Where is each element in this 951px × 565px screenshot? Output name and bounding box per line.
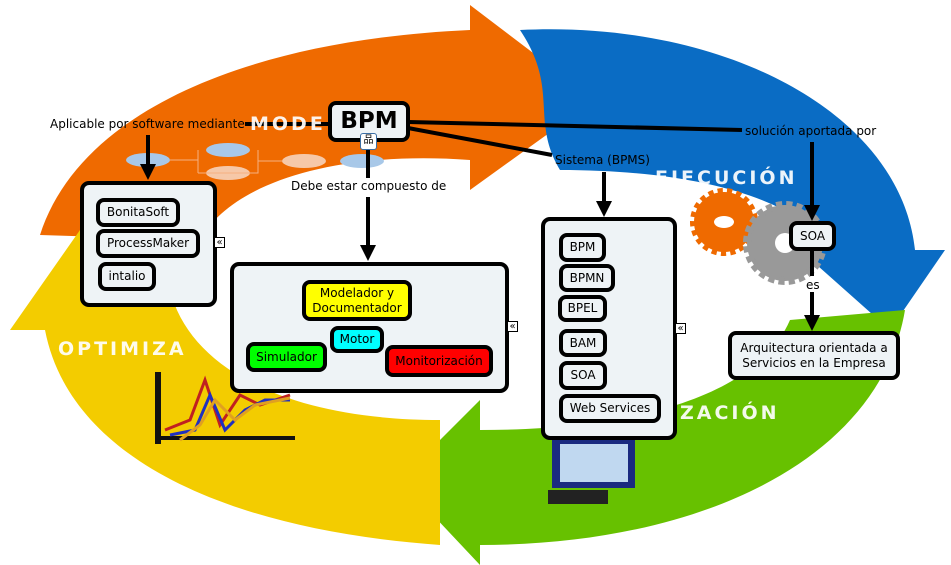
yellow-arc <box>10 230 440 545</box>
simulador-node[interactable]: Simulador <box>246 342 327 372</box>
modelador-node[interactable]: Modelador y Documentador <box>302 280 412 321</box>
bg-word-monitorizacion-left: MO <box>498 402 540 424</box>
soa-node[interactable]: SOA <box>789 221 836 251</box>
bpm-root-label: BPM <box>340 108 398 134</box>
monitorizacion-node[interactable]: Monitorización <box>385 345 493 377</box>
connectors <box>146 120 814 316</box>
bg-word-modelado: MODE <box>250 113 326 135</box>
link-label-software: Aplicable por software mediante <box>50 117 245 131</box>
software-item[interactable]: intalio <box>98 262 156 291</box>
arrowheads <box>140 164 820 331</box>
software-item[interactable]: BonitaSoft <box>96 198 180 227</box>
collapse-icon[interactable]: « <box>214 237 225 248</box>
arquitectura-node[interactable]: Arquitectura orientada a Servicios en la… <box>728 331 900 380</box>
motor-node[interactable]: Motor <box>330 326 384 353</box>
bpms-item[interactable]: Web Services <box>559 394 661 423</box>
link-label-compuesto: Debe estar compuesto de <box>291 179 447 193</box>
bpms-item[interactable]: BPMN <box>559 264 615 292</box>
monitor-icon <box>548 440 635 504</box>
collapse-icon[interactable]: « <box>507 321 518 332</box>
software-item[interactable]: ProcessMaker <box>96 229 200 258</box>
bpms-item[interactable]: SOA <box>559 361 607 390</box>
link-label-solucion: solución aportada por <box>745 124 877 138</box>
bg-word-monitorizacion-right: ZACIÓN <box>680 402 780 424</box>
chart-icon <box>155 372 295 444</box>
blue-arc <box>520 29 945 331</box>
workflow-icon <box>126 143 384 180</box>
collapse-icon[interactable]: « <box>675 323 686 334</box>
bpms-item[interactable]: BPM <box>559 233 606 262</box>
bg-word-ejecucion: EJECUCIÓN <box>655 167 798 189</box>
sitemap-icon[interactable]: 品 <box>360 133 377 150</box>
bg-word-optimizacion: OPTIMIZA <box>58 338 187 360</box>
bpms-item[interactable]: BAM <box>559 329 607 357</box>
link-label-sistema: Sistema (BPMS) <box>555 153 650 167</box>
link-label-es: es <box>806 278 820 292</box>
bpms-item[interactable]: BPEL <box>558 295 607 322</box>
